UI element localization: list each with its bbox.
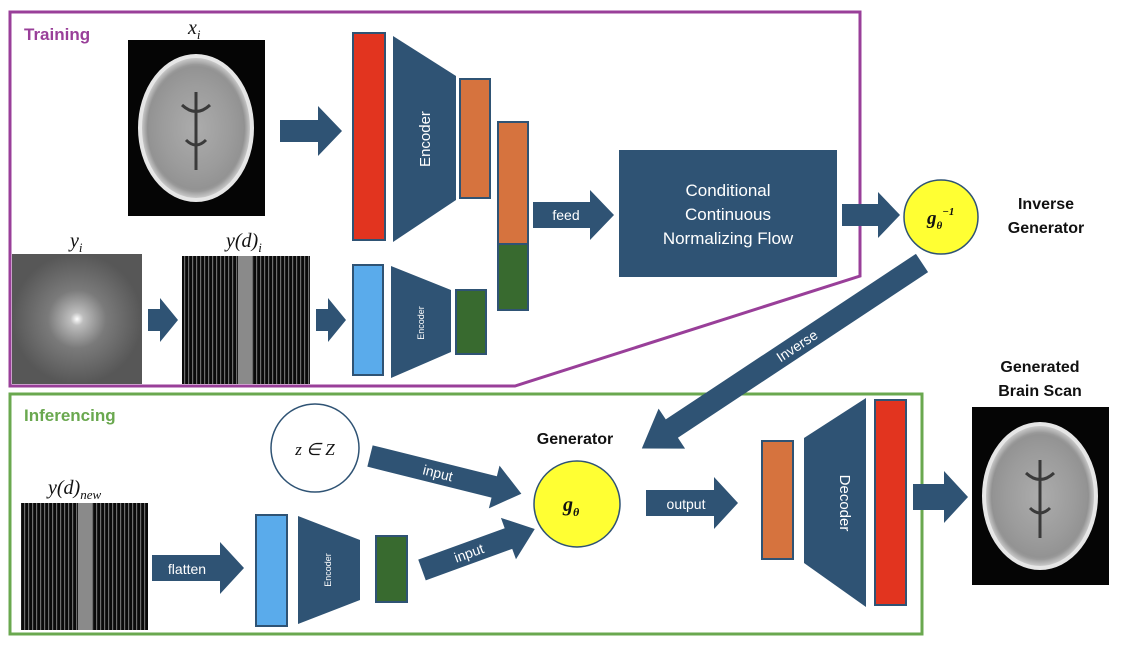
red-block-decoder: [874, 399, 907, 606]
green-block-inference: [375, 535, 408, 603]
concat-orange: [497, 121, 529, 245]
latent-z-node: [270, 403, 360, 493]
generator-node: [533, 460, 621, 548]
encoder-label-2: Encoder: [416, 306, 426, 340]
cnf-block: [619, 150, 837, 277]
encoder-trapezoid-3: [298, 516, 360, 624]
generator-label: Generator: [537, 431, 613, 448]
inferencing-border: [8, 392, 924, 636]
inverse-generator-symbol: gθ−1: [926, 206, 954, 232]
input-arrow-top: input: [367, 445, 522, 509]
output-label: output: [667, 496, 706, 512]
generated-label-2: Brain Scan: [998, 383, 1082, 400]
undersampled-image-ydi: [182, 256, 310, 384]
orange-block-decoder: [761, 440, 794, 560]
brain-image-xi: [128, 40, 265, 216]
flatten-label: flatten: [168, 561, 206, 577]
feed-arrow: [533, 190, 614, 240]
latent-z-label: z ∈ Z: [294, 440, 335, 459]
encoder-label-3: Encoder: [323, 553, 333, 587]
arrow-to-generated: [913, 471, 968, 523]
cnf-line1: Conditional: [685, 181, 770, 200]
x-i-label: xi: [187, 17, 201, 42]
arrow-cnf-to-inverse: [842, 192, 900, 238]
lightblue-block-training: [352, 264, 384, 376]
undersampled-image-ynew: [21, 503, 148, 630]
kspace-image-yi: [12, 254, 142, 384]
encoder-trapezoid-1: [393, 36, 456, 242]
decoder-label: Decoder: [836, 475, 853, 532]
flatten-arrow: [152, 542, 244, 594]
concat-green: [497, 243, 529, 311]
training-title: Training: [24, 25, 90, 44]
arrow-yi-to-ydi: [148, 298, 178, 342]
arrow-ydi-to-encoder: [316, 298, 346, 342]
cnf-line2: Continuous: [685, 205, 771, 224]
inverse-generator-node: [903, 179, 979, 255]
y-d-i-label: y(d)i: [224, 230, 262, 255]
red-block-training: [352, 32, 386, 241]
orange-block-1: [459, 78, 491, 199]
y-d-new-label: y(d)new: [46, 477, 101, 502]
inferencing-title: Inferencing: [24, 406, 116, 425]
decoder-trapezoid: [804, 398, 866, 607]
encoder-trapezoid-2: [391, 266, 451, 378]
generated-label-1: Generated: [1000, 359, 1079, 376]
output-arrow: [646, 477, 738, 529]
feed-label: feed: [552, 207, 579, 223]
lightblue-block-inference: [255, 514, 288, 627]
cnf-line3: Normalizing Flow: [663, 229, 794, 248]
encoder-label-1: Encoder: [417, 111, 434, 167]
inverse-generator-label-2: Generator: [1008, 220, 1084, 237]
inverse-generator-label-1: Inverse: [1018, 196, 1074, 213]
input-arrow-bottom: input: [418, 517, 535, 581]
input-label-top: input: [421, 461, 454, 484]
training-border: [8, 10, 862, 388]
arrow-xi-to-encoder: [280, 106, 342, 156]
generator-symbol: gθ: [562, 494, 580, 519]
green-block-training: [455, 289, 487, 355]
y-i-label: yi: [68, 230, 83, 255]
generated-brain-image: [972, 407, 1109, 585]
